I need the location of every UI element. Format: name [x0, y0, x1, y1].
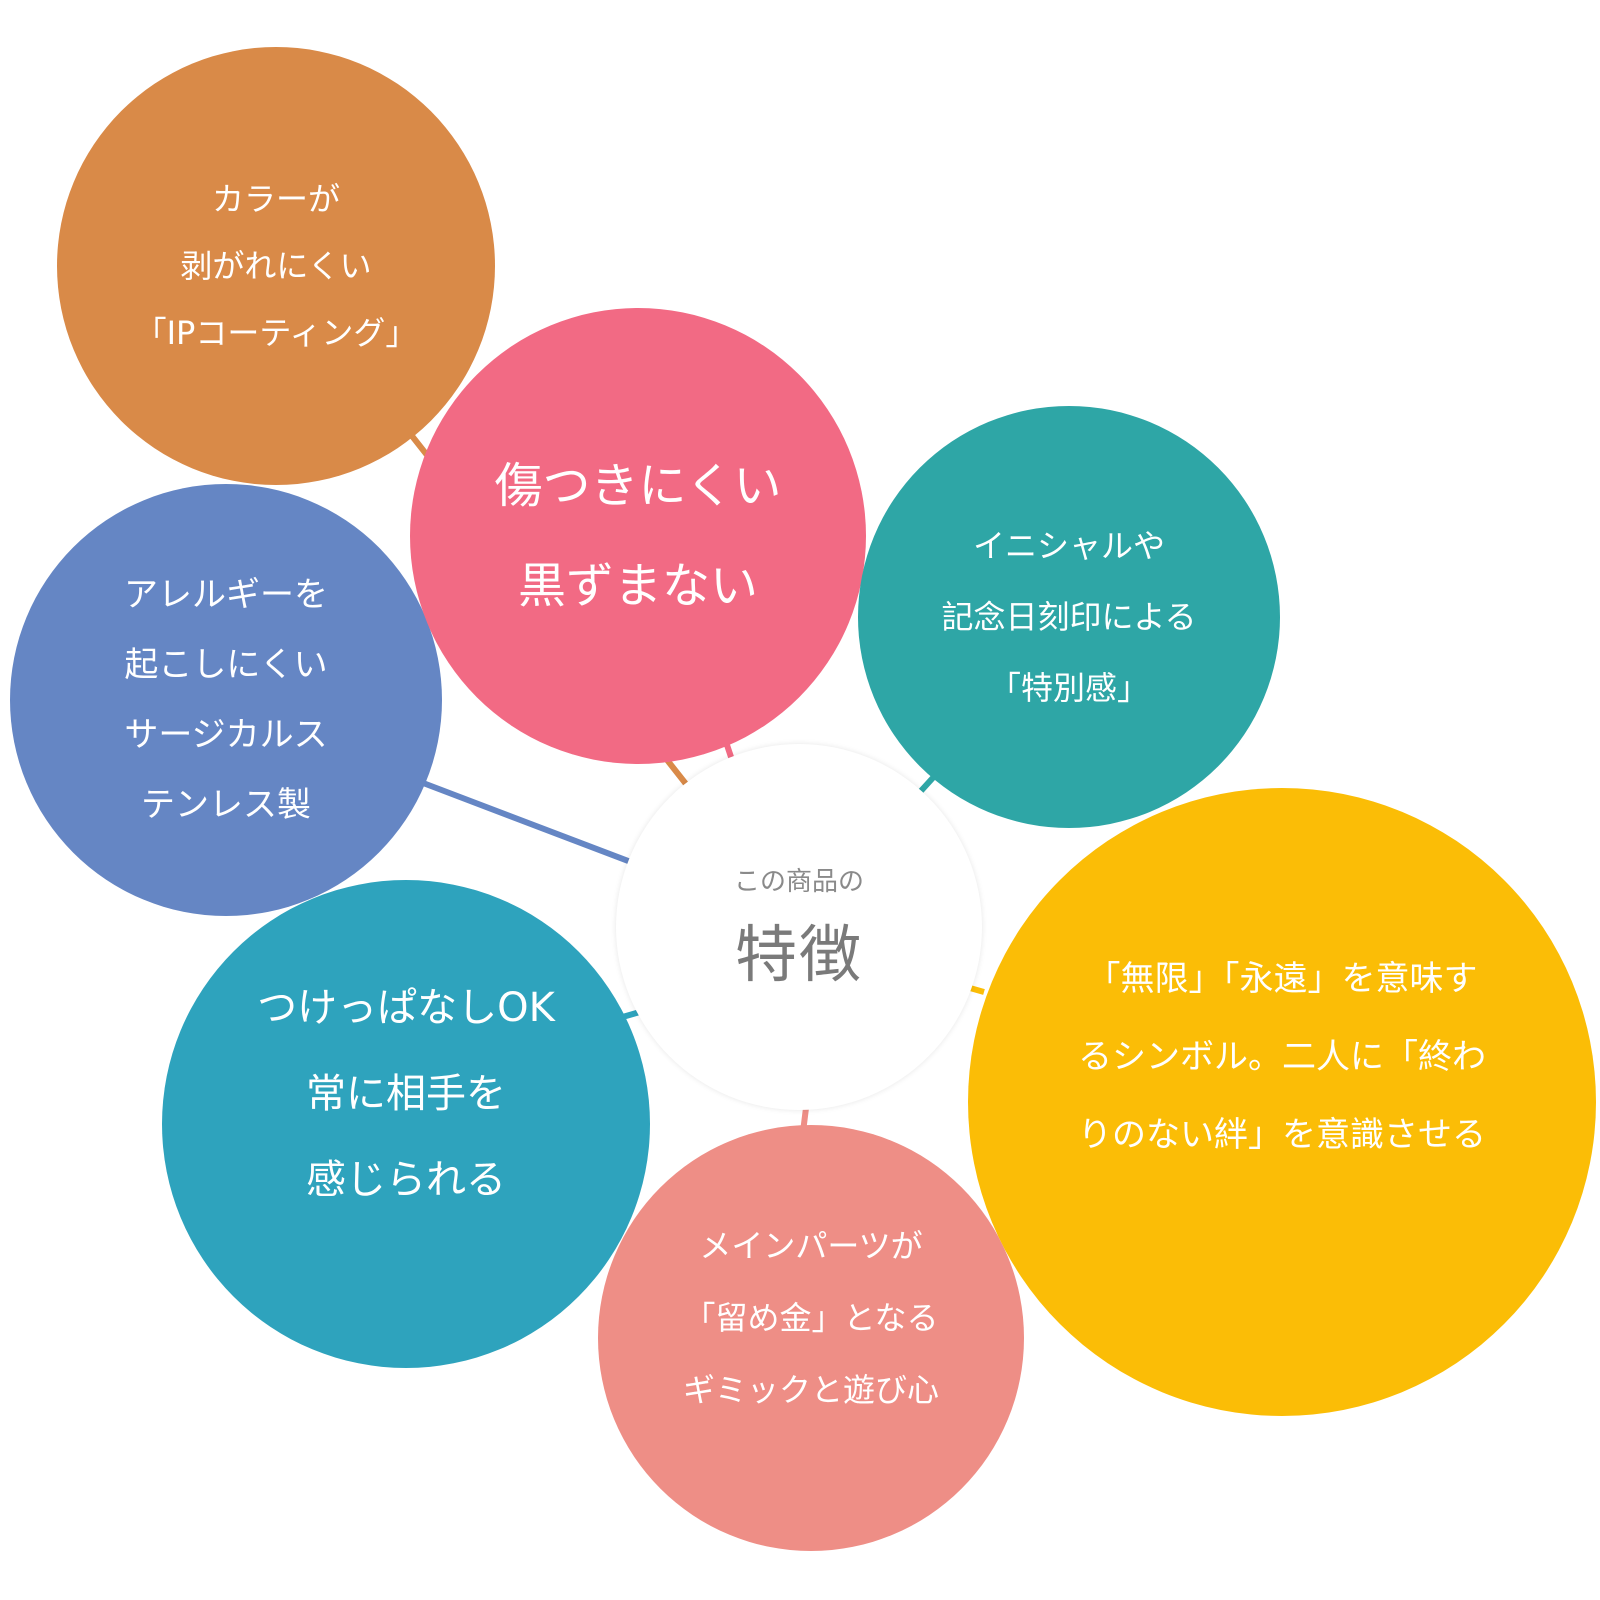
- center-hub: この商品の 特徴: [616, 744, 982, 1110]
- connector-allergy: [408, 775, 638, 867]
- feature-text-line: 記念日刻印による: [941, 597, 1197, 636]
- feature-text-line: りのない絆」を意識させる: [1078, 1115, 1486, 1155]
- feature-text-line: カラーが: [211, 179, 340, 218]
- feature-text-line: 「IPコーティング」: [134, 313, 418, 352]
- feature-text-line: 剥がれにくい: [180, 246, 372, 285]
- feature-bubble-scratch-resistant: 傷つきにくい 黒ずまない: [410, 308, 866, 764]
- feature-text-line: 傷つきにくい: [494, 458, 782, 514]
- feature-text-line: メインパーツが: [699, 1227, 923, 1265]
- feature-text-line: るシンボル。二人に「終わ: [1078, 1037, 1486, 1077]
- feature-bubble-clasp-gimmick: メインパーツが 「留め金」となる ギミックと遊び心: [598, 1125, 1024, 1551]
- feature-text-line: 常に相手を: [306, 1071, 506, 1117]
- hub-title: 特徴: [734, 917, 863, 991]
- feature-text-line: テンレス製: [141, 785, 311, 825]
- feature-text-line: サージカルス: [124, 715, 328, 755]
- feature-bubble-always-wear: つけっぱなしOK 常に相手を 感じられる: [162, 880, 650, 1368]
- hub-subtitle: この商品の: [733, 866, 864, 897]
- feature-text-line: 「無限」「永遠」を意味す: [1086, 959, 1478, 999]
- feature-bubble-ip-coating: カラーが 剥がれにくい 「IPコーティング」: [57, 47, 495, 485]
- feature-text-line: アレルギーを: [124, 575, 328, 615]
- feature-bubble-infinity-symbol: 「無限」「永遠」を意味す るシンボル。二人に「終わ りのない絆」を意識させる: [968, 788, 1596, 1416]
- feature-text-line: 黒ずまない: [517, 558, 758, 614]
- connector-symbol: [969, 985, 985, 995]
- feature-text-line: イニシャルや: [972, 526, 1165, 565]
- feature-text-line: 感じられる: [306, 1157, 506, 1203]
- feature-text-line: つけっぱなしOK: [257, 985, 555, 1031]
- feature-text-line: 「特別感」: [988, 668, 1149, 707]
- feature-text-line: ギミックと遊び心: [682, 1371, 939, 1409]
- feature-text-line: 「留め金」となる: [683, 1299, 939, 1337]
- feature-bubble-engraving: イニシャルや 記念日刻印による 「特別感」: [858, 406, 1280, 828]
- feature-text-line: 起こしにくい: [124, 645, 328, 685]
- feature-bubble-surgical-steel: アレルギーを 起こしにくい サージカルス テンレス製: [10, 484, 442, 916]
